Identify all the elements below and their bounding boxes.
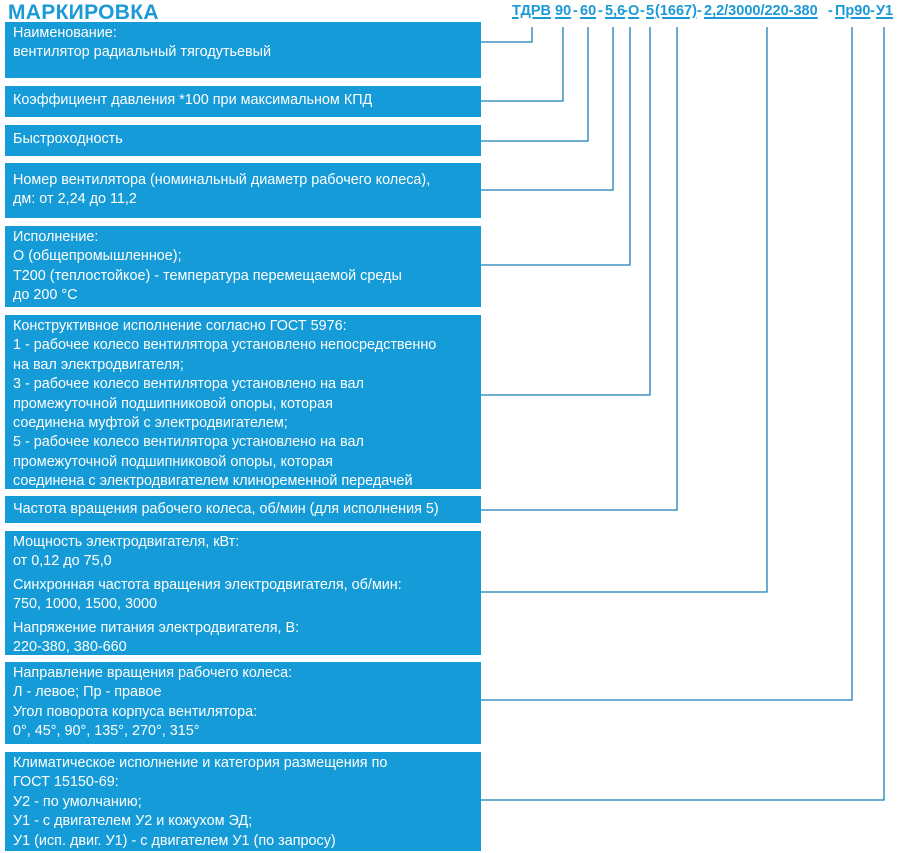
box-line: Частота вращения рабочего колеса, об/мин… — [13, 501, 439, 517]
box-fan-number: Номер вентилятора (номинальный диаметр р… — [5, 163, 481, 218]
connector-climate — [481, 27, 885, 801]
box-line: Номер вентилятора (номинальный диаметр р… — [13, 172, 431, 188]
box-line: 5 - рабочее колесо вентилятора установле… — [13, 434, 364, 451]
connector-speed — [481, 27, 589, 142]
code-separator: - — [573, 3, 578, 19]
box-line: промежуточной подшипниковой опоры, котор… — [13, 453, 333, 470]
code-segment-name: ТДРВ — [512, 3, 551, 19]
box-line: до 200 °С — [13, 287, 78, 304]
connector-rotation-frequency — [481, 27, 678, 511]
connector-direction — [481, 27, 853, 701]
code-segment-motor: 2,2/3000/220-380 — [704, 3, 818, 19]
marking-code: ТДРВ 90 - 60 - 5,6 - О - 5 (1667) - 2,2/… — [0, 3, 900, 27]
box-line: 3 - рабочее колесо вентилятора установле… — [13, 376, 364, 393]
box-line: на вал электродвигателя; — [13, 356, 184, 373]
code-segment-design: 5 — [646, 3, 655, 19]
code-segment-rotation-frequency: (1667) — [655, 3, 697, 19]
box-line: Коэффициент давления *100 при максимальн… — [13, 92, 373, 108]
box-line: О (общепромышленное); — [13, 248, 182, 265]
code-segment-execution: О — [628, 3, 640, 19]
connector-execution — [481, 27, 631, 266]
box-line: У2 - по умолчанию; — [13, 793, 142, 810]
box-line: соединена муфтой с электродвигателем; — [13, 415, 288, 432]
box-line: Л - левое; Пр - правое — [13, 684, 162, 701]
box-line: Направление вращения рабочего колеса: — [13, 665, 293, 681]
connector-pressure — [481, 27, 564, 102]
box-line: ГОСТ 15150-69: — [13, 774, 119, 791]
box-direction: Направление вращения рабочего колеса: Л … — [5, 662, 481, 744]
code-separator: - — [828, 3, 833, 19]
box-line: 1 - рабочее колесо вентилятора установле… — [13, 337, 437, 354]
box-speed: Быстроходность — [5, 125, 481, 156]
connector-motor — [481, 27, 768, 593]
box-line: Климатическое исполнение и категория раз… — [13, 755, 388, 771]
box-line: Мощность электродвигателя, кВт: — [13, 534, 240, 550]
box-line: Синхронная частота вращения электродвига… — [13, 576, 402, 593]
box-line: У1 - с двигателем У2 и кожухом ЭД; — [13, 813, 253, 830]
box-line: 220-380, 380-660 — [13, 639, 127, 656]
connector-design — [481, 27, 651, 396]
box-climate: Климатическое исполнение и категория раз… — [5, 752, 481, 851]
box-line: Т200 (теплостойкое) - температура переме… — [13, 267, 402, 284]
box-line: вентилятор радиальный тягодутьевый — [13, 44, 272, 61]
code-separator: - — [640, 3, 645, 19]
code-segment-climate: У1 — [876, 3, 894, 19]
box-line: Конструктивное исполнение согласно ГОСТ … — [13, 318, 347, 334]
box-execution: Исполнение: О (общепромышленное); Т200 (… — [5, 226, 481, 307]
box-line: 0°, 45°, 90°, 135°, 270°, 315° — [13, 723, 200, 740]
box-motor: Мощность электродвигателя, кВт: от 0,12 … — [5, 531, 481, 655]
code-separator: - — [598, 3, 603, 19]
box-line: Наименование: — [13, 25, 117, 41]
box-line: Угол поворота корпуса вентилятора: — [13, 703, 258, 720]
box-line: Быстроходность — [13, 131, 123, 147]
box-line: Напряжение питания электродвигателя, В: — [13, 619, 300, 636]
box-line: от 0,12 до 75,0 — [13, 553, 112, 570]
code-separator: - — [870, 3, 875, 19]
connector-name — [481, 27, 533, 43]
box-line: промежуточной подшипниковой опоры, котор… — [13, 395, 333, 412]
box-line: У1 (исп. двиг. У1) - с двигателем У1 (по… — [13, 832, 336, 849]
box-pressure-coefficient: Коэффициент давления *100 при максимальн… — [5, 86, 481, 117]
box-design-execution: Конструктивное исполнение согласно ГОСТ … — [5, 315, 481, 489]
diagram-title: МАРКИРОВКА — [8, 1, 159, 24]
code-segment-direction: Пр90 — [835, 3, 871, 19]
code-segment-pressure: 90 — [555, 3, 572, 19]
code-separator: - — [623, 3, 628, 19]
code-segment-speed: 60 — [580, 3, 597, 19]
code-segment-fan-number: 5,6 — [605, 3, 626, 19]
box-rotation-frequency: Частота вращения рабочего колеса, об/мин… — [5, 496, 481, 523]
connector-fan-number — [481, 27, 614, 191]
box-line: 750, 1000, 1500, 3000 — [13, 596, 158, 613]
box-name: Наименование: вентилятор радиальный тяго… — [5, 22, 481, 78]
box-line: соединена с электродвигателем клиноремен… — [13, 473, 413, 490]
code-separator: - — [697, 3, 702, 19]
box-line: Исполнение: — [13, 229, 99, 245]
box-line: дм: от 2,24 до 11,2 — [13, 191, 137, 208]
